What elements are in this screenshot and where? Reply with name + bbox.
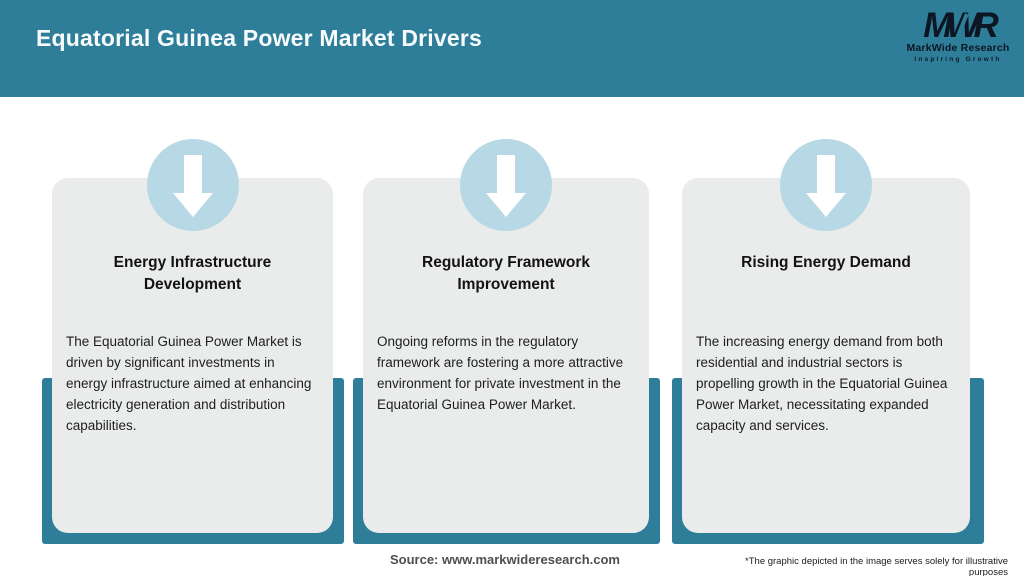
down-arrow-icon — [806, 155, 846, 217]
down-arrow-icon — [486, 155, 526, 217]
source-text: Source: www.markwideresearch.com — [389, 552, 620, 567]
card-title: Regulatory Framework Improvement — [422, 254, 590, 293]
card-title: Energy Infrastructure Development — [113, 254, 272, 293]
card-body: The Equatorial Guinea Power Market is dr… — [66, 334, 312, 433]
driver-card-energy-infrastructure: Energy Infrastructure Development The Eq… — [52, 178, 333, 533]
card-title: Rising Energy Demand — [741, 254, 911, 271]
logo: MWR MarkWide Research Inspiring Growth — [906, 6, 1010, 63]
card-body: Ongoing reforms in the regulatory framew… — [377, 334, 624, 412]
driver-icon-badge — [780, 139, 872, 231]
logo-tagline: Inspiring Growth — [914, 56, 1002, 63]
driver-icon-badge — [147, 139, 239, 231]
disclaimer-text: *The graphic depicted in the image serve… — [745, 556, 1008, 576]
driver-card-regulatory-framework: Regulatory Framework Improvement Ongoing… — [363, 178, 649, 533]
header-bar: Equatorial Guinea Power Market Drivers M… — [0, 0, 1024, 97]
driver-icon-badge — [460, 139, 552, 231]
page-title: Equatorial Guinea Power Market Drivers — [36, 25, 483, 51]
logo-monogram: MWR — [923, 6, 999, 45]
down-arrow-icon — [173, 155, 213, 217]
logo-name: MarkWide Research — [906, 42, 1010, 54]
driver-card-rising-energy-demand: Rising Energy Demand The increasing ener… — [682, 178, 970, 533]
card-body: The increasing energy demand from both r… — [696, 334, 948, 433]
